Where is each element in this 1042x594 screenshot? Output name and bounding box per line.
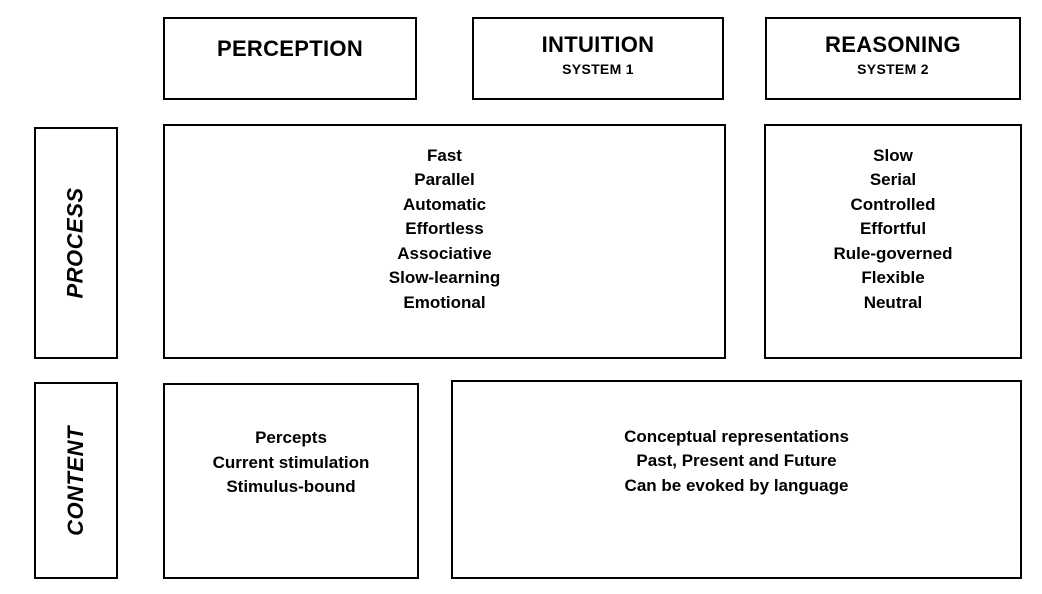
- content-perception-item: Stimulus-bound: [226, 477, 356, 497]
- intuition-subtitle: SYSTEM 1: [562, 61, 634, 77]
- perception-title: PERCEPTION: [216, 36, 364, 61]
- process-shared-item: Fast: [427, 145, 462, 165]
- content-perception-item: Percepts: [255, 428, 327, 448]
- process-shared-item: Automatic: [402, 194, 487, 214]
- process-shared-item: Slow-learning: [388, 268, 501, 288]
- content-conceptual-item: Conceptual representations: [624, 426, 849, 446]
- process-reasoning-item: Controlled: [850, 194, 936, 214]
- process-label: PROCESS: [63, 187, 88, 299]
- process-shared-item: Associative: [397, 243, 492, 263]
- content-conceptual-item: Can be evoked by language: [624, 475, 849, 495]
- process-reasoning-item: Serial: [869, 170, 917, 190]
- process-reasoning-item: Flexible: [861, 268, 925, 288]
- content-conceptual-item: Past, Present and Future: [636, 451, 837, 471]
- process-reasoning-box: Slow Serial Controlled Effortful Rule-go…: [764, 124, 1022, 359]
- perception-header: PERCEPTION: [163, 17, 417, 100]
- process-shared-item: Parallel: [414, 170, 475, 190]
- process-shared-item: Emotional: [403, 292, 486, 312]
- process-shared-box: Fast Parallel Automatic Effortless Assoc…: [163, 124, 726, 359]
- reasoning-subtitle: SYSTEM 2: [857, 61, 929, 77]
- content-perception-box: Percepts Current stimulation Stimulus-bo…: [163, 383, 419, 579]
- process-reasoning-item: Neutral: [863, 292, 923, 312]
- intuition-header: INTUITION SYSTEM 1: [472, 17, 724, 100]
- content-perception-item: Current stimulation: [212, 452, 370, 472]
- reasoning-header: REASONING SYSTEM 2: [765, 17, 1021, 100]
- process-reasoning-item: Rule-governed: [833, 243, 953, 263]
- process-reasoning-item: Slow: [873, 145, 913, 165]
- process-shared-item: Effortless: [405, 219, 484, 239]
- process-row-label: PROCESS: [34, 127, 118, 359]
- intuition-title: INTUITION: [541, 32, 655, 57]
- content-conceptual-box: Conceptual representations Past, Present…: [451, 380, 1022, 579]
- reasoning-title: REASONING: [825, 32, 961, 57]
- process-reasoning-item: Effortful: [859, 219, 927, 239]
- content-row-label: CONTENT: [34, 382, 118, 579]
- content-label: CONTENT: [63, 425, 89, 536]
